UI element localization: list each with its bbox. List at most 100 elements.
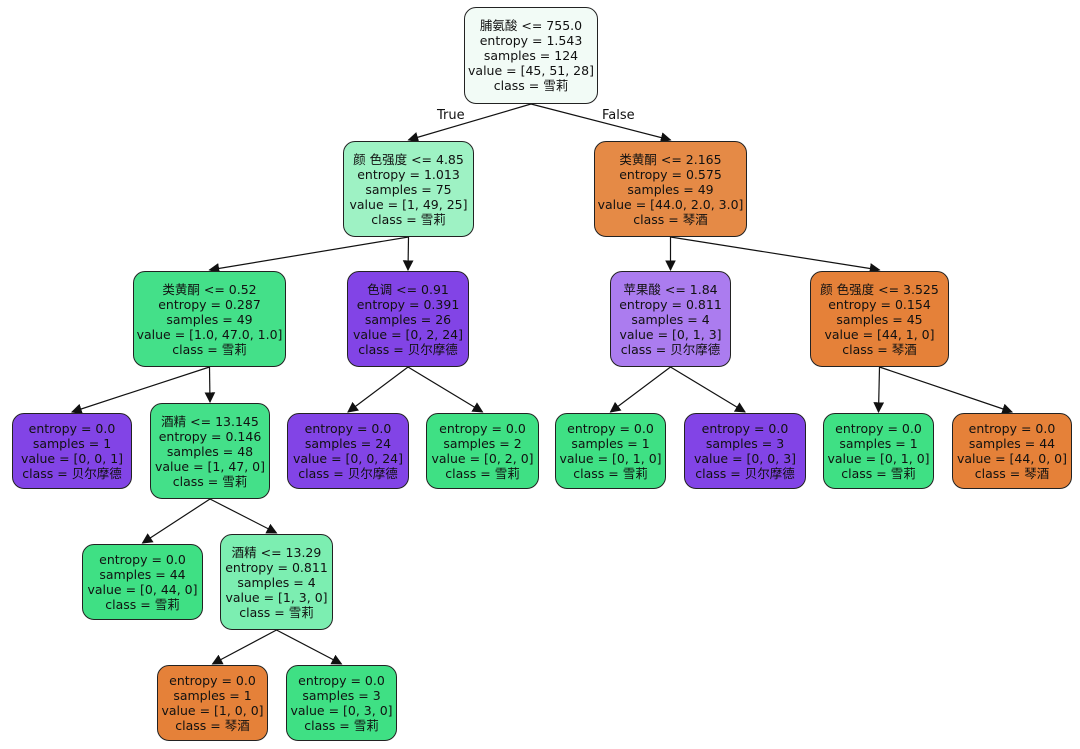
node-line: samples = 44	[99, 567, 186, 582]
node-line: value = [44, 1, 0]	[824, 326, 935, 342]
node-line: class = 雪莉	[172, 341, 247, 357]
tree-edge-n0-n1	[407, 103, 532, 143]
tree-edge-n16-n18	[276, 629, 343, 665]
node-line: entropy = 0.287	[158, 296, 261, 312]
node-line: value = [45, 51, 28]	[468, 63, 594, 78]
node-line: entropy = 0.154	[828, 296, 931, 312]
node-line: entropy = 0.0	[169, 673, 256, 688]
node-line: 脯氨酸 <= 755.0	[479, 18, 583, 33]
node-line: value = [0, 3, 0]	[290, 703, 393, 718]
tree-edge-n6-n13	[873, 366, 885, 414]
node-line: entropy = 1.543	[479, 33, 583, 48]
node-line: class = 琴酒	[842, 341, 917, 357]
node-line: class = 雪莉	[371, 211, 446, 227]
node-line: samples = 3	[302, 688, 381, 703]
node-line: entropy = 0.0	[968, 421, 1056, 436]
node-line: 色调 <= 0.91	[367, 281, 449, 297]
node-line: class = 雪莉	[172, 473, 248, 489]
node-line: samples = 24	[304, 436, 392, 451]
node-line: 苹果酸 <= 1.84	[623, 281, 718, 297]
node-line: class = 雪莉	[304, 718, 379, 733]
node-line: class = 雪莉	[445, 466, 520, 481]
node-line: entropy = 1.013	[357, 166, 460, 182]
node-line: value = [0, 0, 1]	[20, 451, 124, 466]
tree-edge-n3-n7	[70, 366, 210, 415]
node-line: class = 雪莉	[493, 78, 569, 93]
node-line: entropy = 0.0	[99, 552, 186, 567]
node-line: entropy = 0.146	[158, 428, 262, 444]
node-line: 类黄酮 <= 0.52	[162, 281, 257, 297]
tree-edge-n3-n8	[204, 366, 216, 404]
node-line: value = [0, 0, 24]	[292, 451, 404, 466]
tree-edge-n8-n15	[141, 498, 211, 544]
tree-edge-n4-n10	[407, 366, 484, 413]
node-line: class = 雪莉	[239, 604, 314, 620]
node-line: 颜 色强度 <= 3.525	[820, 281, 939, 297]
node-line: value = [1.0, 47.0, 1.0]	[136, 326, 283, 342]
node-line: entropy = 0.0	[304, 421, 392, 436]
node-line: samples = 1	[839, 436, 918, 451]
node-line: entropy = 0.811	[225, 559, 328, 575]
node-line: samples = 49	[627, 181, 714, 197]
tree-edge-n8-n16	[209, 498, 278, 534]
node-line: class = 贝尔摩德	[358, 341, 458, 357]
tree-edge-n6-n14	[879, 366, 1014, 414]
node-line: samples = 1	[32, 436, 112, 451]
node-line: samples = 48	[166, 443, 254, 459]
node-line: samples = 49	[166, 311, 253, 327]
node-line: samples = 4	[631, 311, 710, 327]
node-line: value = [44.0, 2.0, 3.0]	[597, 196, 744, 212]
node-line: 酒精 <= 13.145	[161, 413, 259, 429]
node-line: class = 雪莉	[841, 466, 916, 481]
node-line: value = [0, 1, 0]	[559, 451, 662, 466]
node-line: class = 雪莉	[573, 466, 648, 481]
node-line: class = 琴酒	[633, 211, 708, 227]
node-line: entropy = 0.0	[28, 421, 116, 436]
node-line: samples = 3	[705, 436, 785, 451]
node-line: value = [0, 2, 24]	[352, 326, 464, 342]
node-line: samples = 26	[364, 311, 452, 327]
tree-edge-n5-n12	[670, 366, 746, 413]
node-line: class = 贝尔摩德	[695, 466, 795, 481]
edge-label-false: False	[602, 108, 635, 123]
node-line: entropy = 0.0	[298, 673, 385, 688]
node-line: class = 琴酒	[974, 466, 1050, 481]
node-line: value = [1, 3, 0]	[225, 589, 328, 605]
tree-edge-n1-n4	[402, 236, 414, 272]
node-line: 类黄酮 <= 2.165	[619, 151, 722, 167]
node-line: entropy = 0.0	[439, 421, 526, 436]
node-line: samples = 124	[483, 48, 579, 63]
node-line: entropy = 0.575	[619, 166, 722, 182]
node-line: entropy = 0.0	[567, 421, 654, 436]
tree-edge-n4-n9	[347, 366, 409, 413]
node-line: value = [1, 47, 0]	[154, 458, 266, 474]
node-line: class = 贝尔摩德	[22, 466, 122, 481]
node-line: value = [0, 2, 0]	[431, 451, 534, 466]
node-line: class = 琴酒	[175, 718, 250, 733]
node-line: entropy = 0.0	[701, 421, 789, 436]
node-line: entropy = 0.811	[619, 296, 722, 312]
node-line: value = [0, 1, 3]	[619, 326, 722, 342]
node-line: 颜 色强度 <= 4.85	[353, 151, 464, 167]
node-line: value = [0, 0, 3]	[693, 451, 797, 466]
node-line: samples = 1	[571, 436, 650, 451]
tree-edge-n16-n17	[211, 629, 277, 665]
node-line: value = [0, 1, 0]	[827, 451, 930, 466]
